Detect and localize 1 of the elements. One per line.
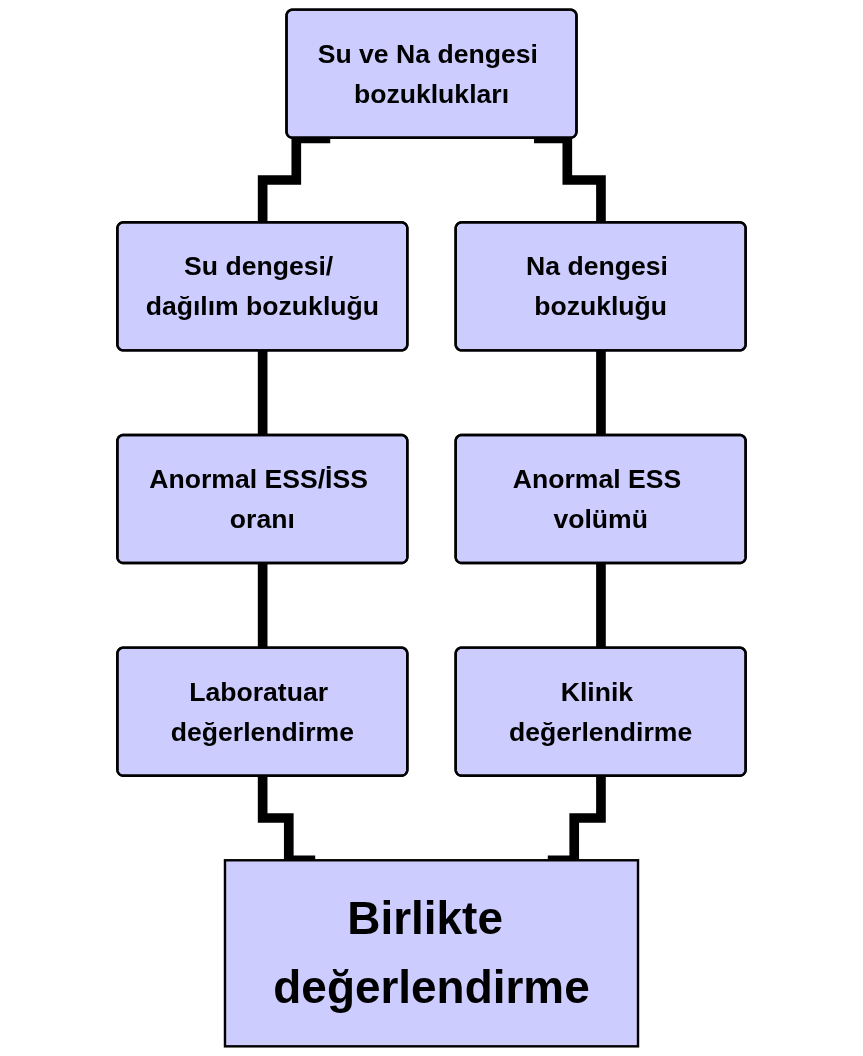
node-box: Birlikte değerlendirme	[223, 859, 640, 1048]
